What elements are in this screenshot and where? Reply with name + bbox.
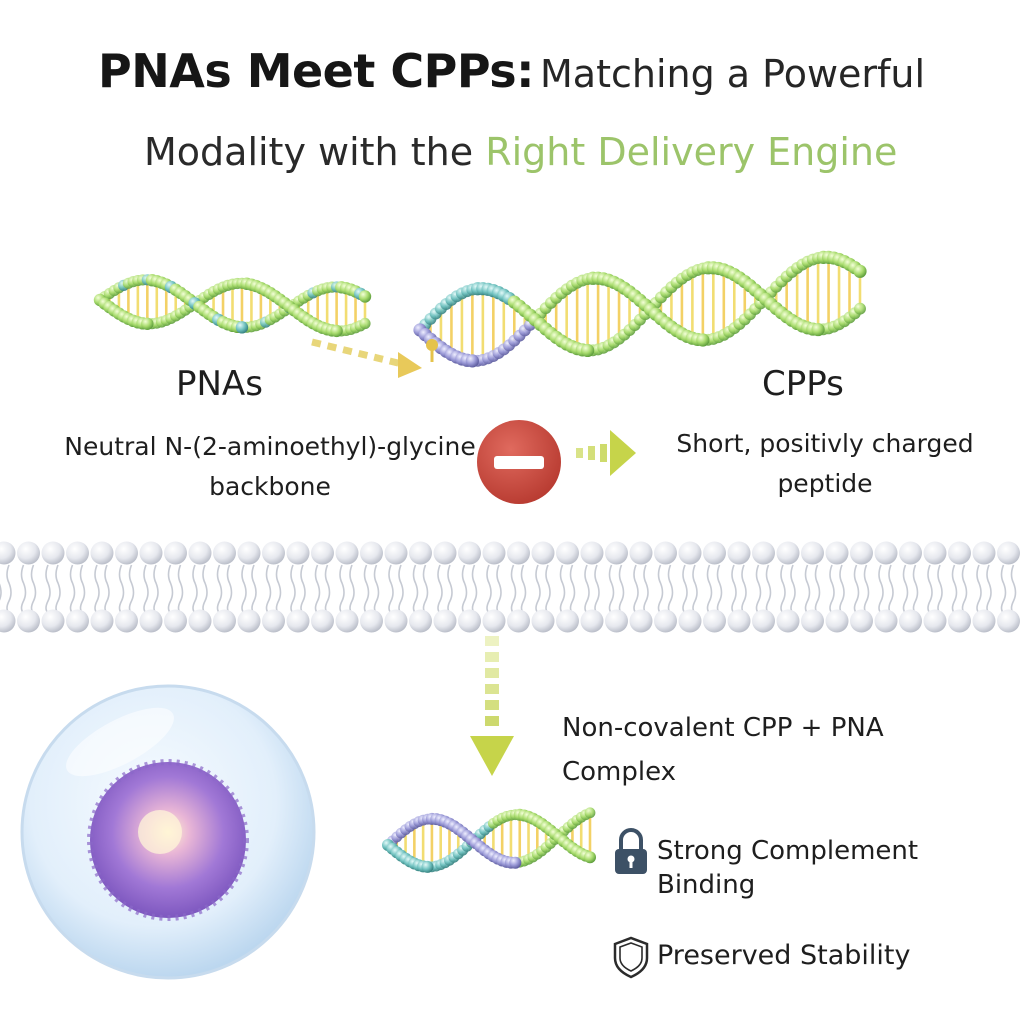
dashed-arrow-to-cpps	[576, 430, 636, 476]
stability-feature-label: Preserved Stability	[657, 940, 911, 971]
title-plain: Modality with the	[144, 130, 474, 174]
title-line-2-text: Modality with the Right Delivery Engine	[144, 130, 897, 174]
title-bold: PNAs Meet CPPs:	[98, 44, 535, 98]
cpps-label: CPPs	[762, 364, 844, 404]
lock-icon	[615, 828, 647, 874]
complex-helix	[382, 807, 596, 873]
lipid-bilayer-membrane	[0, 541, 1020, 633]
minus-sign-icon	[477, 420, 561, 504]
pna-helix	[93, 274, 372, 338]
pnas-label: PNAs	[176, 364, 263, 404]
dashed-arrow-down	[470, 636, 514, 776]
binding-feature-label: Strong Complement Binding	[657, 836, 919, 900]
cpp-helix	[413, 250, 867, 368]
title-accent: Right Delivery Engine	[485, 130, 898, 174]
cpps-description: Short, positivly charged peptide	[676, 429, 974, 498]
dashed-arrow-pna-to-cpp	[311, 338, 438, 378]
shield-icon	[613, 936, 649, 979]
pnas-description: Neutral N-(2-aminoethyl)-glycine backbon…	[64, 432, 476, 501]
complex-label: Non-covalent CPP + PNA Complex	[562, 713, 884, 787]
cell-illustration	[20, 684, 316, 980]
title-rest: Matching a Powerful	[540, 52, 926, 96]
